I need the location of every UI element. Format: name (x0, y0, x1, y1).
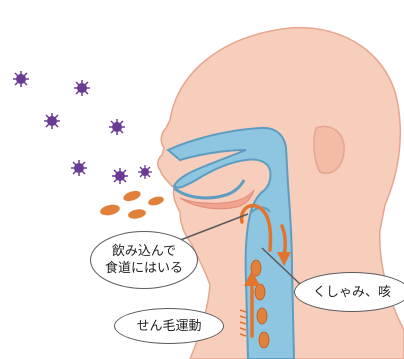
virus-icon (138, 165, 152, 179)
virus-icon (71, 160, 87, 176)
ear (314, 126, 344, 173)
viruses (13, 71, 152, 184)
mucus-particle (259, 332, 269, 348)
cilia-callout: せん毛運動 (114, 308, 224, 344)
mucus-particle (255, 284, 265, 300)
droplets (99, 189, 165, 220)
droplet-icon (99, 203, 121, 217)
droplet-icon (147, 195, 165, 207)
sneeze-callout: くしゃみ、咳 (294, 272, 404, 312)
droplet-icon (122, 189, 142, 203)
virus-icon (13, 71, 29, 87)
sneeze-label: くしゃみ、咳 (313, 284, 391, 301)
mucus-particle (257, 308, 267, 324)
swallow-callout: 飲み込んで 食道にはいる (90, 231, 198, 289)
cilia-label: せん毛運動 (136, 318, 201, 335)
swallow-label-line1: 飲み込んで (112, 243, 176, 260)
virus-icon (44, 113, 60, 129)
virus-icon (74, 80, 90, 96)
virus-icon (112, 168, 128, 184)
droplet-icon (127, 208, 146, 220)
swallow-label-line2: 食道にはいる (105, 260, 183, 277)
virus-icon (109, 119, 125, 135)
